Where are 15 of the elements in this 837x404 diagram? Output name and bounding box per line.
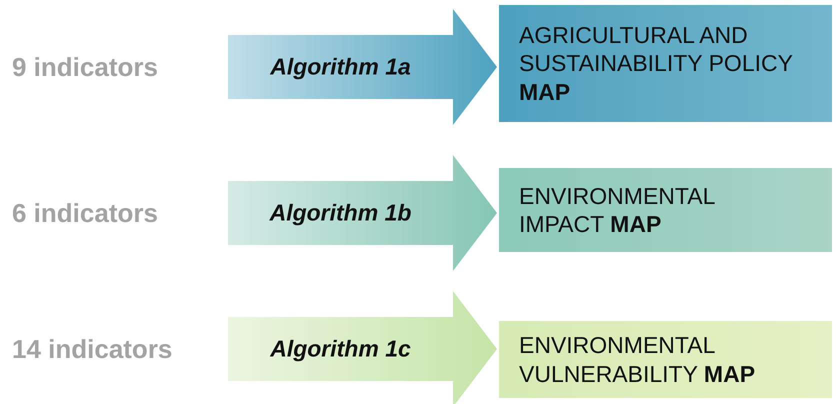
indicator-count: 14 indicators xyxy=(12,334,172,364)
map-box xyxy=(499,321,832,398)
map-box xyxy=(499,5,832,122)
map-box xyxy=(499,168,832,252)
edge-label: Algorithm 1b xyxy=(270,200,412,226)
block-arrow xyxy=(228,155,497,271)
indicator-count: 9 indicators xyxy=(12,52,158,82)
map-title: ENVIRONMENTAL IMPACT MAP xyxy=(519,182,716,238)
edge-label: Algorithm 1a xyxy=(270,54,411,80)
indicator-count: 6 indicators xyxy=(12,198,158,228)
map-title: ENVIRONMENTAL VULNERABILITY MAP xyxy=(519,331,756,388)
block-arrow xyxy=(228,9,497,125)
block-arrow xyxy=(228,291,497,404)
map-title: AGRICULTURAL AND SUSTAINABILITY POLICY MAP xyxy=(519,21,794,106)
edge-label: Algorithm 1c xyxy=(270,336,411,362)
